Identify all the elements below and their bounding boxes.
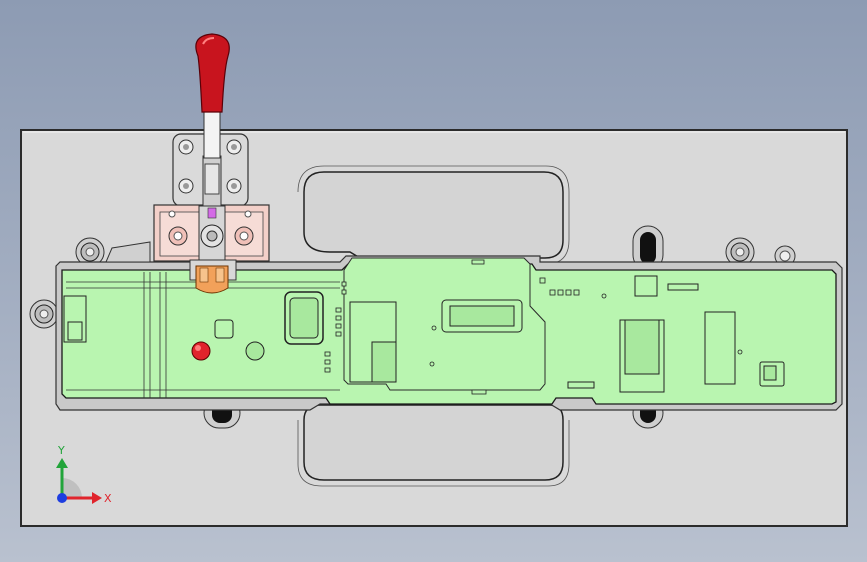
- lower-slot: [303, 404, 564, 481]
- upper-slot: [303, 171, 564, 259]
- locating-pins: [29, 237, 796, 329]
- coordinate-triad: Y X: [56, 444, 112, 505]
- pcb-components: [63, 275, 785, 393]
- clamp-bolts: [178, 139, 242, 194]
- triad-y-label: Y: [57, 444, 65, 457]
- lower-slot-outer: [297, 420, 570, 487]
- upper-slot-inner: [297, 165, 570, 265]
- smd-pads: [324, 259, 743, 395]
- toggle-clamp[interactable]: [105, 133, 270, 294]
- clamp-handle[interactable]: [195, 33, 230, 159]
- triad-x-label: X: [104, 492, 112, 505]
- red-marker-button[interactable]: [191, 341, 211, 361]
